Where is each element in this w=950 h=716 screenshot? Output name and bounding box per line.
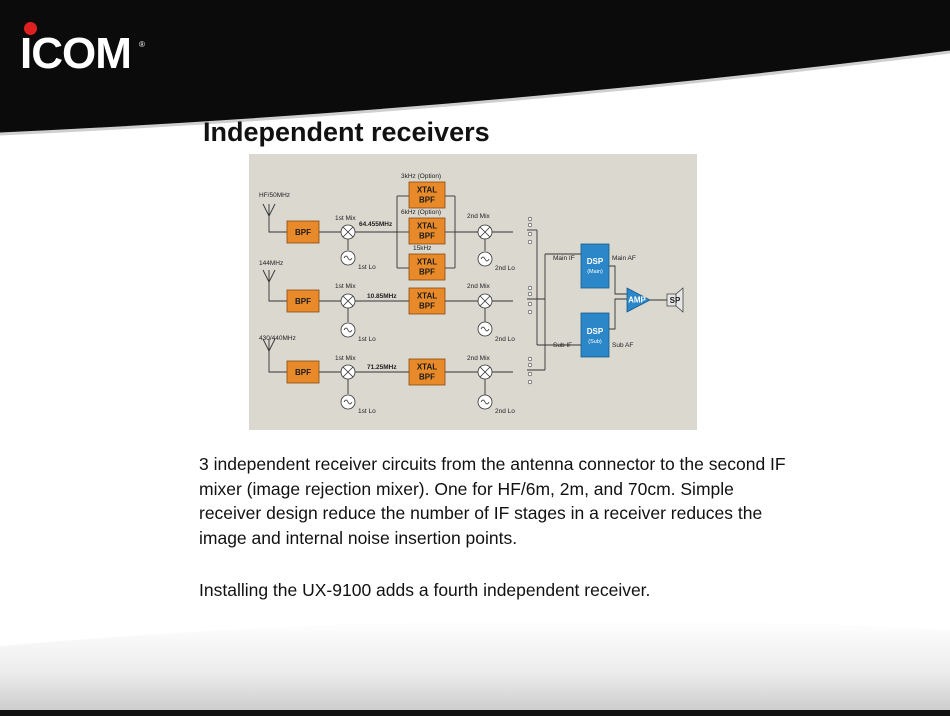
footer-band bbox=[0, 620, 950, 716]
mix1-label-430: 1st Mix bbox=[335, 355, 356, 362]
filter-label-15khz: 15kHz bbox=[413, 245, 431, 252]
logo-dot bbox=[24, 22, 37, 35]
svg-text:BPF: BPF bbox=[419, 232, 435, 241]
logo-registered-mark: ® bbox=[139, 40, 145, 49]
second-mixers bbox=[477, 224, 493, 380]
svg-text:(Sub): (Sub) bbox=[588, 339, 602, 345]
antenna-label-430: 430/440MHz bbox=[259, 335, 296, 342]
if-freq-hf: 64.455MHz bbox=[359, 221, 393, 228]
if-freq-430: 71.25MHz bbox=[367, 364, 397, 371]
if-freq-144: 10.85MHz bbox=[367, 293, 397, 300]
lo1-label-hf: 1st Lo bbox=[358, 264, 376, 271]
svg-text:BPF: BPF bbox=[419, 373, 435, 382]
sub-if-label: Sub IF bbox=[553, 342, 572, 349]
svg-text:XTAL: XTAL bbox=[417, 222, 437, 231]
svg-text:BPF: BPF bbox=[419, 268, 435, 277]
main-if-label: Main IF bbox=[553, 255, 575, 262]
svg-text:(Main): (Main) bbox=[587, 269, 603, 275]
receiver-block-diagram: HF/50MHz 144MHz 430/440MHz BPF BPF BPF 1… bbox=[249, 154, 697, 430]
mix2-label-144: 2nd Mix bbox=[467, 283, 491, 290]
lo2-label-144: 2nd Lo bbox=[495, 336, 515, 343]
lo1-label-430: 1st Lo bbox=[358, 408, 376, 415]
svg-text:DSP: DSP bbox=[587, 327, 604, 336]
xtal-bpf-3khz: XTAL BPF bbox=[408, 181, 446, 209]
filter-label-3khz: 3kHz (Option) bbox=[401, 173, 441, 180]
body-text: 3 independent receiver circuits from the… bbox=[199, 452, 799, 603]
svg-text:XTAL: XTAL bbox=[417, 186, 437, 195]
svg-text:BPF: BPF bbox=[295, 228, 311, 237]
bpf-block-hf: BPF bbox=[286, 220, 320, 244]
dsp-main-block: DSP (Main) bbox=[580, 243, 610, 289]
logo-text: ICOM bbox=[20, 29, 132, 78]
lo2-label-hf: 2nd Lo bbox=[495, 265, 515, 272]
svg-text:BPF: BPF bbox=[419, 302, 435, 311]
switch-contacts bbox=[527, 216, 533, 385]
icom-logo: ICOM ® bbox=[18, 18, 148, 88]
diagram-background bbox=[249, 154, 697, 430]
bpf-block-430: BPF bbox=[286, 360, 320, 384]
filter-label-6khz: 6kHz (Option) bbox=[401, 209, 441, 216]
antenna-label-144: 144MHz bbox=[259, 260, 283, 267]
header-band bbox=[0, 0, 950, 136]
paragraph-1: 3 independent receiver circuits from the… bbox=[199, 454, 786, 548]
xtal-bpf-430: XTAL BPF bbox=[408, 358, 446, 386]
svg-text:SP: SP bbox=[670, 296, 681, 305]
mix2-label-430: 2nd Mix bbox=[467, 355, 491, 362]
dsp-sub-block: DSP (Sub) bbox=[580, 312, 610, 358]
svg-text:XTAL: XTAL bbox=[417, 363, 437, 372]
antenna-label-hf: HF/50MHz bbox=[259, 192, 290, 199]
speaker-icon: SP bbox=[666, 287, 684, 313]
second-local-oscillators bbox=[477, 251, 493, 410]
signal-wires bbox=[268, 195, 667, 395]
first-mixers bbox=[340, 224, 356, 380]
xtal-bpf-6khz: XTAL BPF bbox=[408, 217, 446, 245]
svg-text:BPF: BPF bbox=[295, 297, 311, 306]
svg-text:AMP: AMP bbox=[628, 296, 646, 305]
svg-text:XTAL: XTAL bbox=[417, 292, 437, 301]
antennas bbox=[262, 203, 276, 353]
lo1-label-144: 1st Lo bbox=[358, 336, 376, 343]
main-af-label: Main AF bbox=[612, 255, 636, 262]
svg-text:XTAL: XTAL bbox=[417, 258, 437, 267]
mix1-label-144: 1st Mix bbox=[335, 283, 356, 290]
bpf-block-144: BPF bbox=[286, 289, 320, 313]
amp-triangle: AMP bbox=[626, 287, 651, 313]
paragraph-2: Installing the UX-9100 adds a fourth ind… bbox=[199, 580, 651, 600]
lo2-label-430: 2nd Lo bbox=[495, 408, 515, 415]
svg-text:DSP: DSP bbox=[587, 257, 604, 266]
svg-text:BPF: BPF bbox=[295, 368, 311, 377]
mix1-label-hf: 1st Mix bbox=[335, 215, 356, 222]
first-local-oscillators bbox=[340, 250, 356, 410]
sub-af-label: Sub AF bbox=[612, 342, 633, 349]
mix2-label-hf: 2nd Mix bbox=[467, 213, 491, 220]
xtal-bpf-144: XTAL BPF bbox=[408, 287, 446, 315]
slide-title: Independent receivers bbox=[203, 117, 490, 147]
xtal-bpf-15khz: XTAL BPF bbox=[408, 253, 446, 281]
svg-text:BPF: BPF bbox=[419, 196, 435, 205]
